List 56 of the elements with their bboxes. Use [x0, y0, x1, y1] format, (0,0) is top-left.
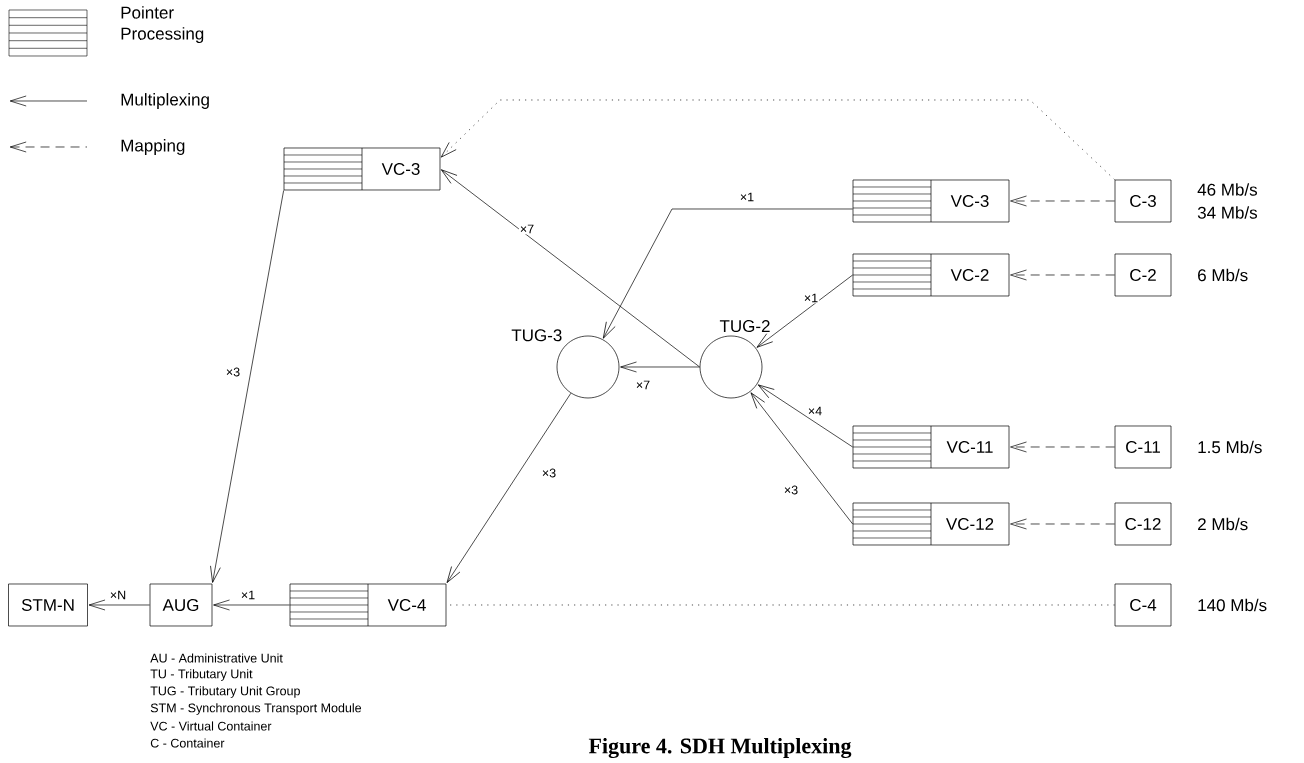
edge-label: ×7: [520, 224, 534, 234]
node-label: TUG-3: [511, 329, 562, 342]
unit-box: C-2: [1114, 253, 1172, 297]
mapping-arrow: [1010, 195, 1115, 207]
edge-label: ×1: [804, 293, 818, 303]
pointer-container-box: VC-12: [852, 502, 1010, 546]
mapping-arrow: [1010, 269, 1115, 281]
edge-label: ×N: [110, 590, 126, 600]
edge-label: ×4: [808, 406, 822, 416]
rate-text: 2 Mb/s: [1198, 517, 1248, 531]
abbreviation-note: C - Container: [150, 738, 225, 748]
rate-text: 6 Mb/s: [1198, 268, 1248, 282]
mapping-arrow: [1010, 441, 1115, 453]
arrow: [620, 361, 700, 373]
edge-label: ×3: [542, 468, 556, 478]
abbreviation-note: AU - Administrative Unit: [150, 653, 283, 663]
legend-text: Pointer Processing: [121, 6, 204, 44]
dotted-arrow: [440, 99, 1115, 180]
legend-text: Multiplexing: [121, 93, 209, 109]
abbreviation-note: VC - Virtual Container: [150, 721, 272, 731]
arrow: [440, 169, 700, 368]
arrow: [446, 392, 572, 583]
legend-text: Mapping: [121, 139, 185, 155]
unit-box: AUG: [149, 583, 213, 627]
node-label: TUG-2: [719, 320, 770, 333]
arrow: [602, 208, 853, 339]
rate-text: 140 Mb/s: [1198, 598, 1267, 612]
arrow: [88, 599, 150, 611]
mapping-arrow: [1010, 518, 1115, 530]
arrow: [210, 190, 284, 583]
pointer-container-box: VC-2: [852, 253, 1010, 297]
pointer-container-box: VC-11: [852, 425, 1010, 469]
edge-label: ×3: [226, 367, 240, 377]
edge-label: ×3: [784, 485, 798, 495]
unit-box: C-11: [1114, 425, 1172, 469]
unit-box: C-3: [1114, 179, 1172, 223]
abbreviation-note: STM - Synchronous Transport Module: [150, 703, 362, 715]
arrow: [756, 274, 853, 348]
rate-text: 34 Mb/s: [1197, 206, 1258, 219]
arrow: [757, 384, 853, 448]
abbreviation-note: TU - Tributary Unit: [150, 669, 253, 681]
rate-text: 1.5 Mb/s: [1198, 440, 1262, 454]
rate-text: 46 Mb/s: [1197, 183, 1258, 196]
unit-box: C-12: [1114, 502, 1172, 546]
edge-label: ×1: [241, 590, 255, 600]
pointer-container-box: VC-3: [283, 147, 441, 191]
edge-label: ×7: [636, 380, 650, 390]
pointer-container-box: VC-4: [289, 583, 447, 627]
arrow: [750, 392, 853, 525]
unit-box: STM-N: [8, 583, 88, 627]
arrow: [213, 599, 290, 611]
abbreviation-note: TUG - Tributary Unit Group: [150, 686, 300, 698]
figure-caption: Figure 4. SDH Multiplexing: [588, 737, 852, 759]
unit-box: C-4: [1114, 583, 1172, 627]
edge-label: ×1: [740, 192, 754, 202]
pointer-container-box: VC-3: [852, 179, 1010, 223]
